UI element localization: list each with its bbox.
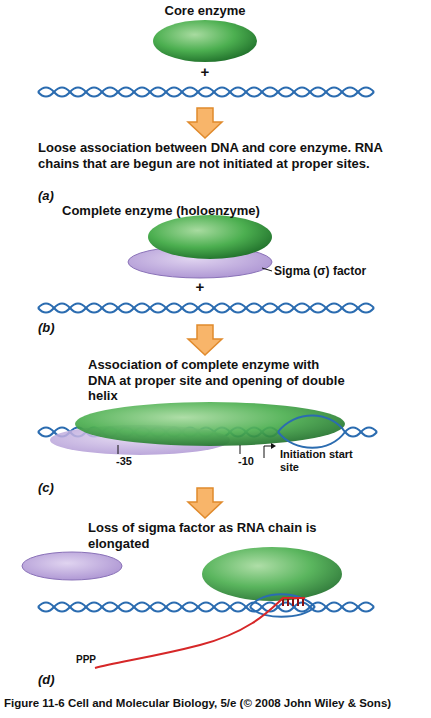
core-enzyme xyxy=(202,547,342,601)
panel-letter: (c) xyxy=(38,480,68,496)
diagram-label: + xyxy=(195,63,215,81)
diagram-label: Loss of sigma factor as RNA chain is elo… xyxy=(88,520,328,551)
panel-letter: (a) xyxy=(38,188,68,204)
diagram-label: Loose association between DNA and core e… xyxy=(38,140,418,171)
open-complex xyxy=(278,416,377,448)
dna-helix xyxy=(38,88,374,97)
holoenzyme xyxy=(75,402,345,446)
diagram-label: + xyxy=(190,278,210,296)
core-enzyme xyxy=(153,20,257,62)
start-arrow xyxy=(264,446,272,458)
diagram-label: -10 xyxy=(226,455,266,468)
diagram-label: Initiation start site xyxy=(280,448,360,474)
tick-mark xyxy=(240,445,241,454)
figure-caption: Figure 11-6 Cell and Molecular Biology, … xyxy=(4,697,429,711)
diagram-label: Sigma (σ) factor xyxy=(274,264,414,278)
dna-helix xyxy=(38,304,374,313)
rna-dna-hybrid xyxy=(283,598,303,606)
diagram-label: -35 xyxy=(104,455,144,468)
leader-line xyxy=(262,268,272,271)
process-arrow xyxy=(188,108,222,138)
rna-chain xyxy=(95,598,305,668)
arrow-head xyxy=(271,443,276,449)
diagram-label: PPP xyxy=(76,654,116,666)
diagram-label: Core enzyme xyxy=(130,3,280,19)
process-arrow xyxy=(188,488,222,518)
sigma-factor xyxy=(22,552,122,580)
process-arrow xyxy=(188,325,222,355)
panel-letter: (d) xyxy=(38,672,68,688)
tick-mark xyxy=(118,445,119,454)
diagram-label: Association of complete enzyme with DNA … xyxy=(88,357,348,404)
dna-helix xyxy=(38,603,374,612)
diagram-label: Complete enzyme (holoenzyme) xyxy=(62,203,322,219)
panel-letter: (b) xyxy=(38,320,68,336)
core-enzyme xyxy=(148,215,272,259)
